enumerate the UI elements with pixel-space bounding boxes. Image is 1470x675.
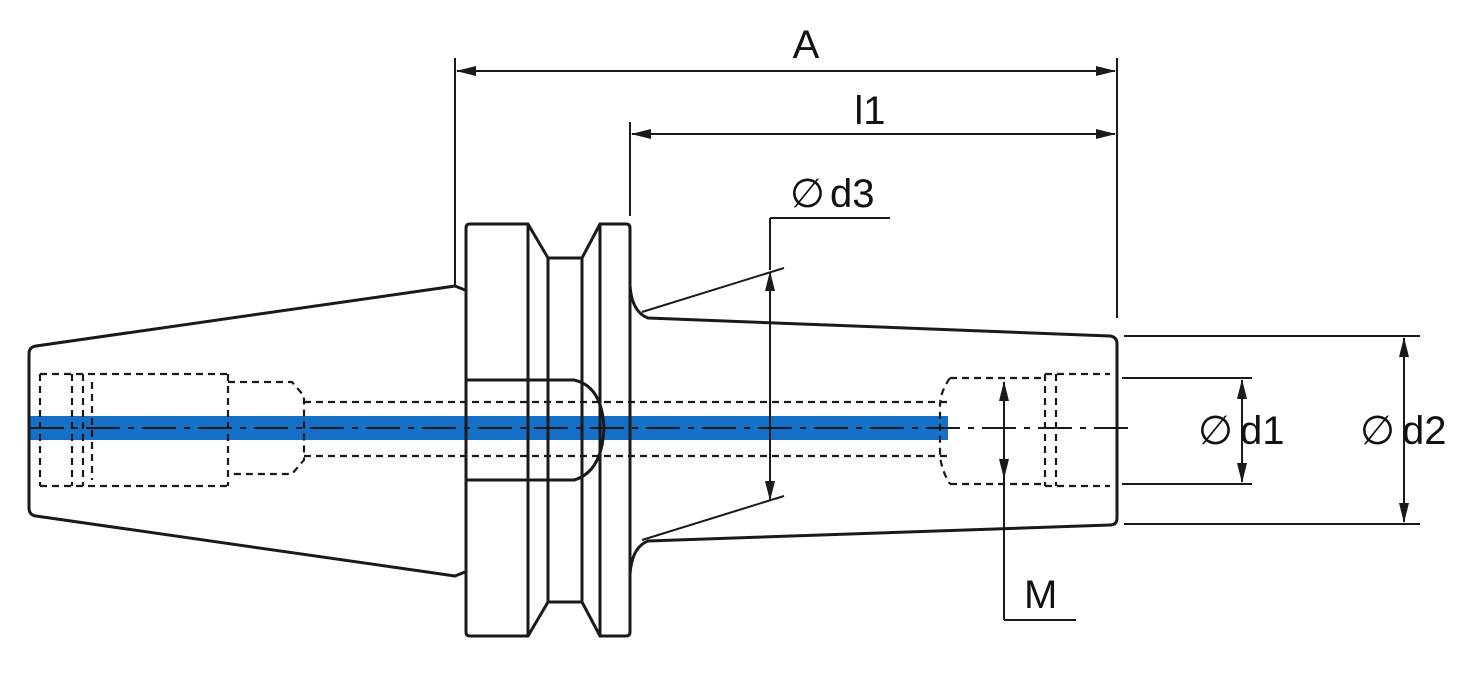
dim-M-label: M [1024, 573, 1057, 617]
flange-left [464, 222, 550, 638]
v-groove [546, 256, 584, 604]
dim-l1-label: l1 [854, 89, 885, 133]
dim-d3-diameter-symbol: ∅ [790, 171, 825, 217]
main-body [628, 284, 1119, 576]
dim-d1-label: d1 [1240, 409, 1285, 453]
dim-d2-label: d2 [1402, 409, 1447, 453]
shank-fillet [453, 284, 467, 578]
taper-shank [27, 284, 457, 578]
hidden-left-grooves [70, 374, 94, 486]
hidden-right-thread [1043, 372, 1110, 488]
hidden-left-step [228, 380, 306, 476]
dim-d3-ext-bottom [641, 495, 785, 541]
dim-d3-label: d3 [830, 172, 875, 216]
hidden-right-bore [938, 376, 1045, 486]
dim-d2-diameter-symbol: ∅ [1360, 408, 1395, 454]
dim-A-label: A [793, 23, 820, 67]
flange-right [580, 222, 632, 638]
dim-d3-ext-top [641, 267, 785, 313]
dim-d1-diameter-symbol: ∅ [1198, 408, 1233, 454]
